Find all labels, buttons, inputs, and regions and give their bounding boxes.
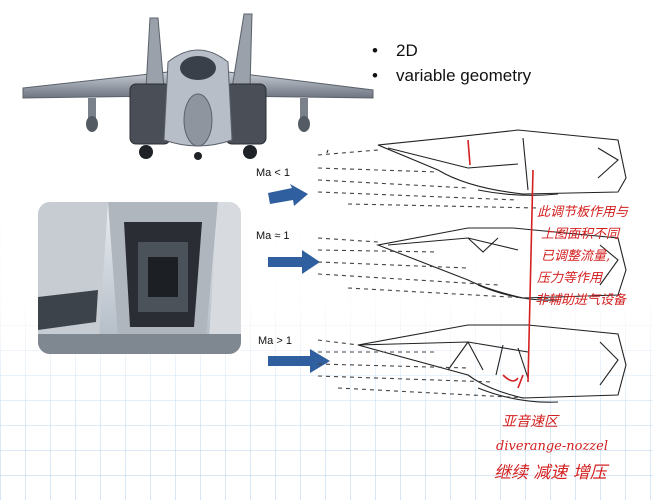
- handwritten-annotation-bottom: 亚音速区 diverange-nozzel 继续 减速 增压: [494, 414, 610, 483]
- mach-label-supersonic: Ma > 1: [258, 335, 292, 347]
- annotation-line: 继续 减速 增压: [494, 463, 610, 483]
- mach-label-sonic: Ma ≈ 1: [256, 230, 290, 242]
- annotation-line: diverange-nozzel: [496, 439, 608, 454]
- fighter-jet-front-image: [22, 13, 374, 160]
- annotation-line: 已调整流量,: [541, 249, 610, 264]
- annotation-line: 此调节板作用与: [537, 205, 629, 220]
- annotation-line: 亚音速区: [502, 414, 560, 430]
- annotation-line: 非辅助进气设备: [535, 293, 628, 308]
- bullet-list: 2D variable geometry: [372, 38, 531, 88]
- handwritten-annotation-right: 此调节板作用与 上图面积不同 已调整流量, 压力等作用 非辅助进气设备: [535, 205, 629, 308]
- bullet-item-variable-geometry: variable geometry: [372, 63, 531, 88]
- annotation-line: 上图面积不同: [541, 227, 621, 242]
- mach-label-subsonic: Ma < 1: [256, 167, 290, 179]
- engine-intake-photo: [38, 202, 241, 354]
- bullet-item-2d: 2D: [372, 38, 531, 63]
- arrow-icon: [268, 250, 320, 274]
- arrow-icon: [268, 349, 330, 373]
- annotation-line: 压力等作用: [537, 271, 604, 286]
- inlet-ramp-diagram: [317, 129, 627, 403]
- arrow-icon: [268, 184, 308, 206]
